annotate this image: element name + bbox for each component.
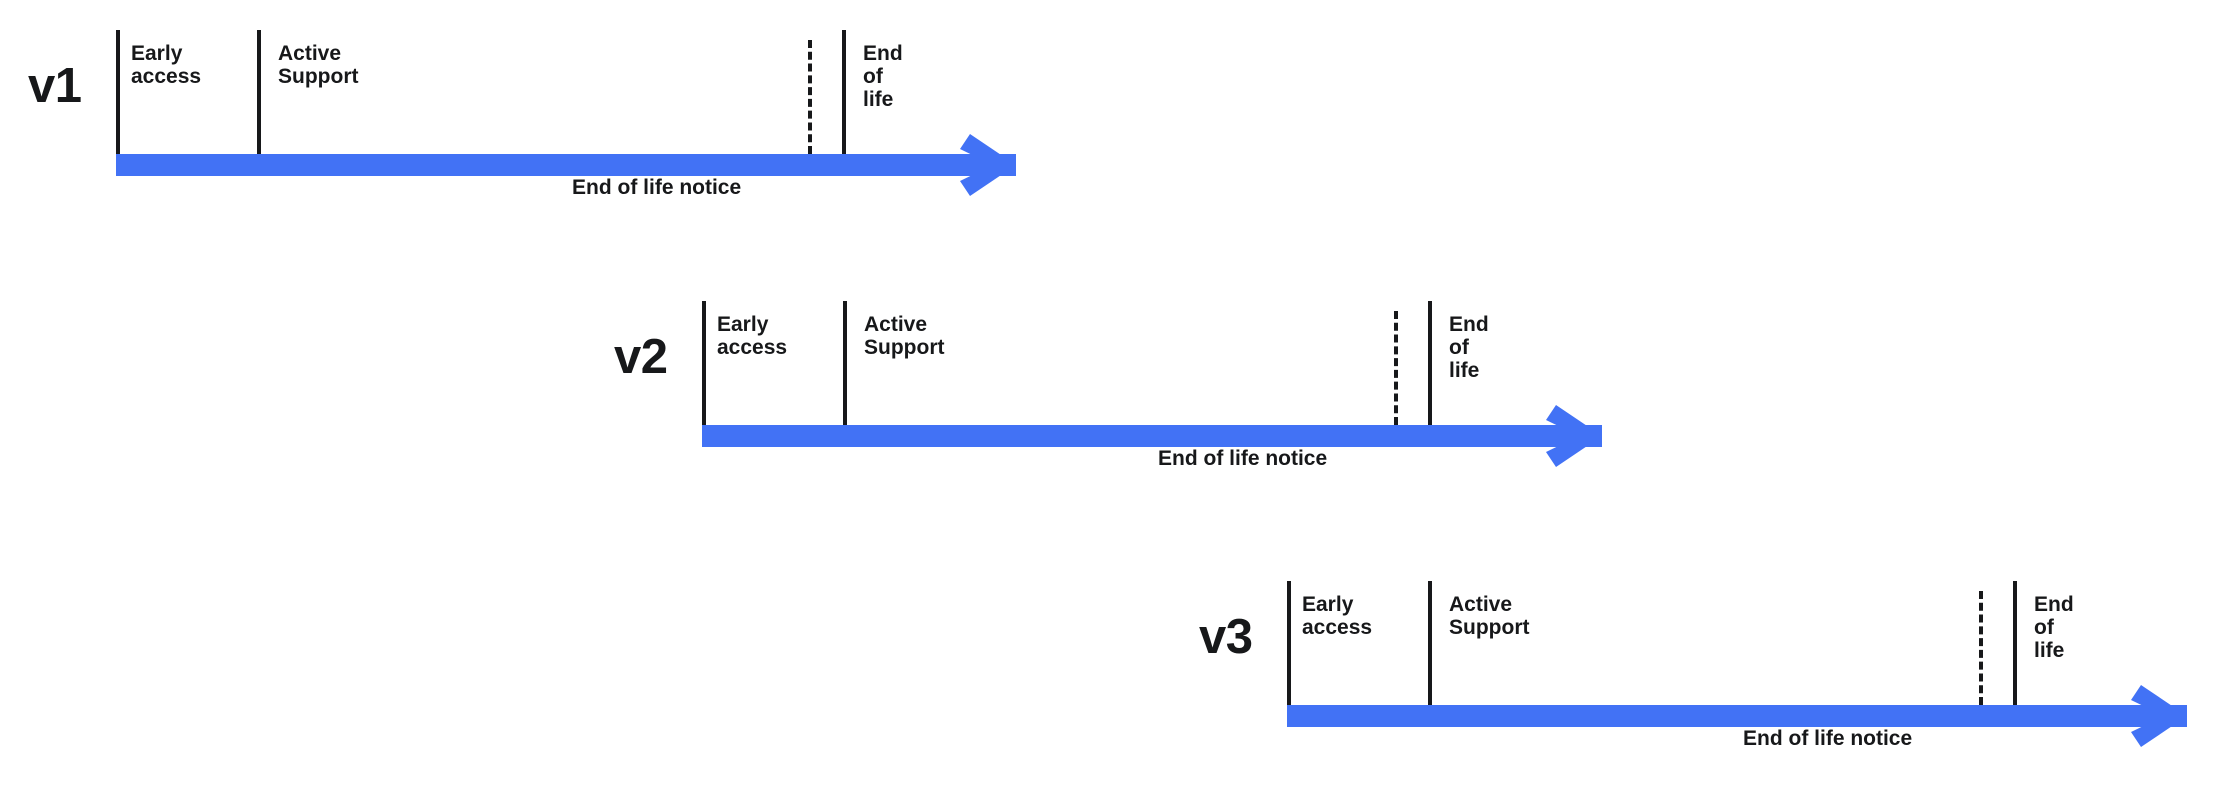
end-of-life-notice-label-v3: End of life notice xyxy=(1743,727,1913,750)
phase-divider-v2-1 xyxy=(843,301,847,425)
eol-notice-marker-v1 xyxy=(808,40,812,154)
lifecycle-track-v2 xyxy=(702,425,1602,447)
phase-divider-v3-0 xyxy=(1287,581,1291,705)
end-of-life-notice-label-v1: End of life notice xyxy=(572,176,742,199)
phase-divider-v1-0 xyxy=(116,30,120,154)
eol-notice-marker-v3 xyxy=(1979,591,1983,705)
eol-notice-marker-v2 xyxy=(1394,311,1398,425)
phase-divider-v3-3 xyxy=(2013,581,2017,705)
phase-label-end_of_life-v1: End of life xyxy=(863,42,903,112)
phase-label-early_access-v2: Early access xyxy=(717,313,788,360)
arrow-head-icon-v1 xyxy=(960,134,1016,196)
phase-label-end_of_life-v3: End of life xyxy=(2034,593,2074,663)
phase-label-end_of_life-v2: End of life xyxy=(1449,313,1489,383)
phase-divider-v1-1 xyxy=(257,30,261,154)
phase-label-active_support-v2: Active Support xyxy=(864,313,945,360)
end-of-life-notice-label-v2: End of life notice xyxy=(1158,447,1328,470)
phase-divider-v2-3 xyxy=(1428,301,1432,425)
version-label-v1: v1 xyxy=(28,59,82,113)
phase-label-early_access-v3: Early access xyxy=(1302,593,1373,640)
version-label-v3: v3 xyxy=(1199,610,1253,664)
phase-divider-v1-3 xyxy=(842,30,846,154)
phase-divider-v2-0 xyxy=(702,301,706,425)
version-label-v2: v2 xyxy=(614,330,668,384)
phase-label-active_support-v3: Active Support xyxy=(1449,593,1530,640)
phase-label-active_support-v1: Active Support xyxy=(278,42,359,89)
arrow-head-icon-v2 xyxy=(1546,405,1602,467)
lifecycle-track-v3 xyxy=(1287,705,2187,727)
arrow-head-icon-v3 xyxy=(2131,685,2187,747)
phase-label-early_access-v1: Early access xyxy=(131,42,202,89)
lifecycle-track-v1 xyxy=(116,154,1016,176)
phase-divider-v3-1 xyxy=(1428,581,1432,705)
